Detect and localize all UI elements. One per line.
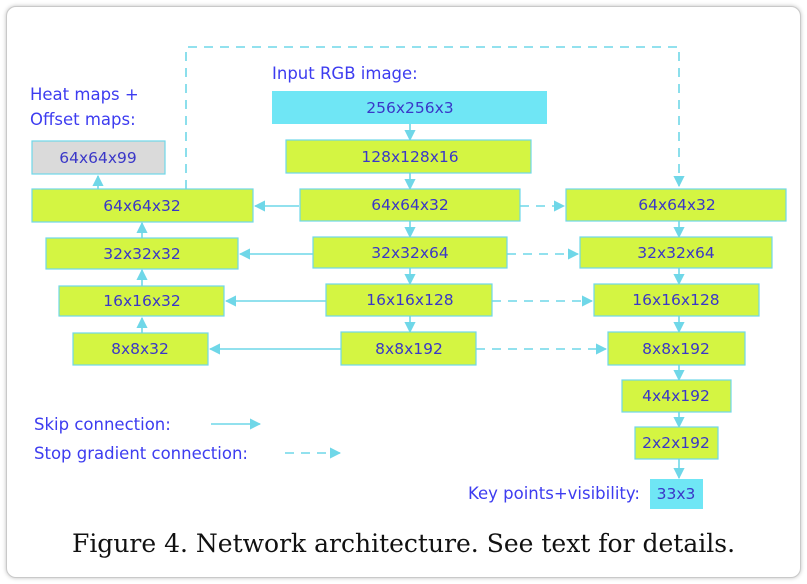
node-input-label: 256x256x3: [366, 99, 453, 117]
node-heat-box: [31, 140, 166, 175]
heatmap-label-line2: Offset maps:: [30, 110, 136, 129]
node-out-box: [650, 479, 703, 509]
node-l64-label: 64x64x32: [103, 197, 181, 215]
node-c8-label: 8x8x192: [375, 340, 443, 358]
node-l8-box: [72, 332, 209, 366]
figure-caption: Figure 4. Network architecture. See text…: [71, 529, 736, 558]
node-c64-label: 64x64x32: [371, 196, 449, 214]
node-l16-box: [58, 285, 225, 317]
node-c64-box: [299, 188, 521, 222]
node-c32-label: 32x32x64: [371, 244, 449, 262]
node-out-label: 33x3: [657, 485, 696, 503]
heatmap-label-line1: Heat maps +: [30, 85, 139, 104]
node-r2-box: [634, 426, 719, 460]
node-l32-label: 32x32x32: [103, 245, 181, 263]
node-l32-box: [45, 237, 239, 270]
node-r16-label: 16x16x128: [632, 291, 719, 309]
node-r8-label: 8x8x192: [642, 340, 710, 358]
node-r16-box: [593, 283, 760, 317]
node-input-box: [272, 91, 547, 124]
node-r4-box: [621, 379, 732, 413]
legend-skip-label: Skip connection:: [34, 415, 171, 434]
node-l64-box: [31, 188, 254, 223]
legend-stop-label: Stop gradient connection:: [34, 444, 248, 463]
node-l16-label: 16x16x32: [103, 292, 181, 310]
node-r4-label: 4x4x192: [642, 387, 710, 405]
node-c128-label: 128x128x16: [361, 148, 458, 166]
node-c32-box: [312, 236, 508, 269]
stopgrad-top-loop: [185, 46, 685, 189]
node-c8-box: [340, 331, 477, 366]
node-c16-box: [325, 283, 493, 317]
node-r64-label: 64x64x32: [638, 196, 716, 214]
node-r32-box: [579, 236, 773, 269]
node-r32-label: 32x32x64: [637, 244, 715, 262]
keypoints-label: Key points+visibility:: [468, 484, 640, 503]
node-c128-box: [285, 139, 532, 174]
node-l8-label: 8x8x32: [111, 340, 169, 358]
node-heat-label: 64x64x99: [59, 149, 137, 167]
node-c16-label: 16x16x128: [366, 291, 453, 309]
node-r2-label: 2x2x192: [642, 434, 710, 452]
node-r8-box: [607, 331, 746, 366]
node-r64-box: [565, 188, 787, 222]
input-label: Input RGB image:: [272, 64, 418, 83]
